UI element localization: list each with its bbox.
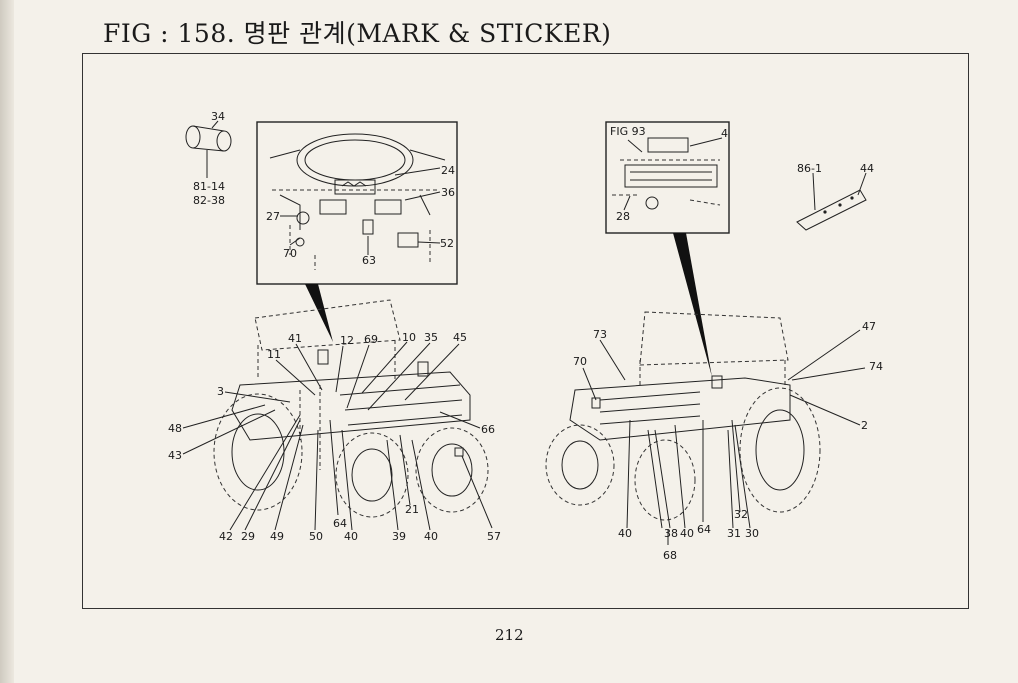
callout-28: 28 (616, 210, 630, 223)
callout-74: 74 (869, 360, 883, 373)
callout-10: 10 (402, 331, 416, 344)
callout-35: 35 (424, 331, 438, 344)
dashboard-inset (256, 121, 458, 285)
right-tractor (545, 311, 866, 545)
callout-30: 30 (745, 527, 759, 540)
callout-31: 31 (727, 527, 741, 540)
callout-86-1: 86-1 (797, 162, 822, 175)
part-86-1-sticker (796, 172, 867, 231)
page-number: 212 (495, 626, 524, 644)
figure-title: FIG : 158. 명판 관계(MARK & STICKER) (103, 19, 612, 48)
callout-52: 52 (440, 237, 454, 250)
callout-4: 4 (721, 127, 728, 140)
callout-49: 49 (270, 530, 284, 543)
callout-73: 73 (593, 328, 607, 341)
inset-pointer-right (673, 233, 712, 377)
callout-34: 34 (211, 110, 225, 123)
callout-2: 2 (861, 419, 868, 432)
callout-29: 29 (241, 530, 255, 543)
fig93-label: FIG 93 (610, 125, 646, 138)
callout-3: 3 (217, 385, 224, 398)
callout-48: 48 (168, 422, 182, 435)
callout-45: 45 (453, 331, 467, 344)
callout-40-right-b: 40 (680, 527, 694, 540)
callout-81-14: 81-14 (193, 180, 225, 193)
fig93-inset (605, 121, 730, 234)
callout-68: 68 (663, 549, 677, 562)
callout-70-inset: 70 (283, 247, 297, 260)
callout-57: 57 (487, 530, 501, 543)
callout-42: 42 (219, 530, 233, 543)
callout-64-right: 64 (697, 523, 711, 536)
part-34-cylinder (185, 120, 232, 178)
callout-47: 47 (862, 320, 876, 333)
left-tractor (182, 299, 493, 531)
callout-32: 32 (734, 508, 748, 521)
callout-63: 63 (362, 254, 376, 267)
scan-edge (0, 0, 14, 683)
callout-40-right-a: 40 (618, 527, 632, 540)
figure-frame (82, 53, 969, 609)
inset-pointer-left (305, 284, 333, 342)
callout-27: 27 (266, 210, 280, 223)
callout-12: 12 (340, 334, 354, 347)
callout-41: 41 (288, 332, 302, 345)
callout-66: 66 (481, 423, 495, 436)
callout-40-left-a: 40 (344, 530, 358, 543)
callout-70-right: 70 (573, 355, 587, 368)
callout-38: 38 (664, 527, 678, 540)
callout-21: 21 (405, 503, 419, 516)
callout-69: 69 (364, 333, 378, 346)
callout-39: 39 (392, 530, 406, 543)
callout-36: 36 (441, 186, 455, 199)
callout-82-38: 82-38 (193, 194, 225, 207)
callout-11: 11 (267, 348, 281, 361)
callout-43: 43 (168, 449, 182, 462)
callout-50: 50 (309, 530, 323, 543)
callout-40-left-b: 40 (424, 530, 438, 543)
callout-24: 24 (441, 164, 455, 177)
callout-44: 44 (860, 162, 874, 175)
callout-64-left: 64 (333, 517, 347, 530)
